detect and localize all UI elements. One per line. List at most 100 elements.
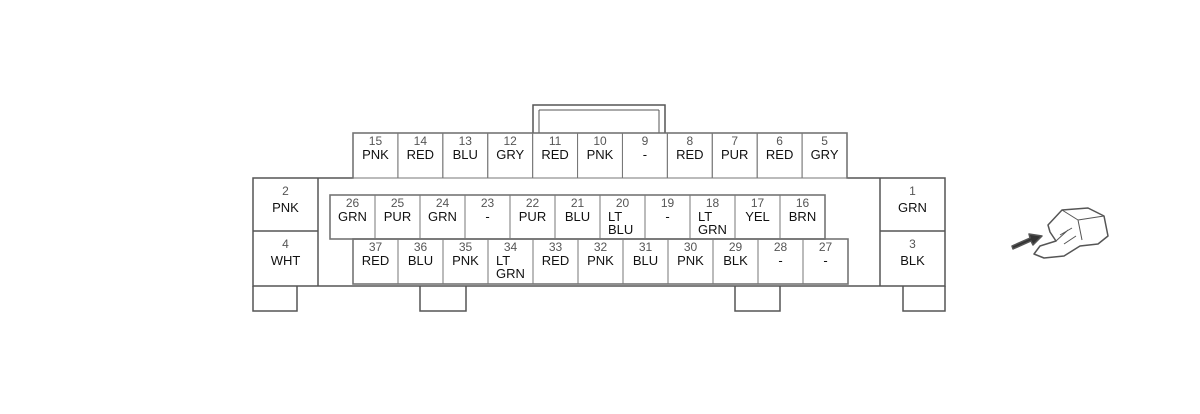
- pin-number: 4: [282, 237, 289, 251]
- pin-wire-color: -: [643, 147, 647, 162]
- housing-foot: [734, 286, 781, 312]
- pin-number: 37: [369, 240, 383, 254]
- pin-number: 9: [642, 134, 649, 148]
- pin-cavity: 19-: [644, 194, 691, 240]
- pin-wire-color: -: [665, 209, 669, 224]
- housing-foot: [419, 286, 467, 312]
- pin-number: 3: [909, 237, 916, 251]
- pin-wire-color: BLK: [900, 253, 925, 268]
- pin-number: 32: [594, 240, 608, 254]
- pin-number: 13: [459, 134, 473, 148]
- pin-wire-color: PNK: [587, 147, 614, 162]
- pin-wire-color: PUR: [384, 209, 411, 224]
- pin-number: 11: [549, 134, 562, 148]
- pin-wire-color: RED: [542, 253, 569, 268]
- hand-icon-detail: [1055, 209, 1105, 245]
- pin-cavity: 27-: [802, 238, 849, 285]
- pin-wire-color: PNK: [452, 253, 479, 268]
- pin-number: 30: [684, 240, 698, 254]
- pin-wire-color: BRN: [789, 209, 816, 224]
- arrow-icon: [1011, 233, 1043, 250]
- pin-number: 19: [661, 196, 675, 210]
- pin-number: 26: [346, 196, 360, 210]
- pin-wire-color: BLU: [453, 147, 478, 162]
- pin-cell-border: [802, 238, 849, 285]
- pin-wire-color: PNK: [362, 147, 389, 162]
- pin-wire-color: BLU: [408, 253, 433, 268]
- pin-number: 5: [821, 134, 828, 148]
- pin-cell-border: [801, 132, 848, 179]
- pin-wire-color: GRN: [428, 209, 457, 224]
- pin-cavity: 23-: [464, 194, 511, 240]
- pin-number: 18: [706, 196, 720, 210]
- pin-number: 10: [593, 134, 607, 148]
- pin-number: 17: [751, 196, 765, 210]
- pin-wire-color: YEL: [745, 209, 770, 224]
- pin-cavity: 28-: [757, 238, 804, 285]
- pin-number: 27: [819, 240, 833, 254]
- pin-number: 31: [639, 240, 653, 254]
- pin-wire-color: GRN: [898, 200, 927, 215]
- pin-wire-color: -: [778, 253, 782, 268]
- pin-wire-color: GRY: [811, 147, 839, 162]
- pin-wire-color: PUR: [519, 209, 546, 224]
- pin-number: 33: [549, 240, 563, 254]
- pin-wire-color: BLU: [565, 209, 590, 224]
- pin-wire-color: RED: [541, 147, 568, 162]
- pin-wire-color: RED: [407, 147, 434, 162]
- pin-number: 28: [774, 240, 788, 254]
- pin-cavity: 9-: [621, 132, 668, 179]
- pin-wire-color: PNK: [272, 200, 299, 215]
- pin-number: 1: [909, 184, 916, 198]
- pin-wire-color: WHT: [271, 253, 301, 268]
- pin-wire-color: PNK: [587, 253, 614, 268]
- pin-number: 36: [414, 240, 428, 254]
- pin-number: 16: [796, 196, 810, 210]
- hand-icon: [1033, 207, 1109, 259]
- housing-foot: [902, 286, 946, 312]
- pin-wire-color: BLK: [723, 253, 748, 268]
- pin-wire-color: PNK: [677, 253, 704, 268]
- pin-wire-color: RED: [362, 253, 389, 268]
- pin-number: 34: [504, 240, 518, 254]
- pin-number: 25: [391, 196, 405, 210]
- hand-pointing-arrow-icon: [1011, 207, 1109, 259]
- pin-wire-color: PUR: [721, 147, 748, 162]
- pin-number: 23: [481, 196, 495, 210]
- pin-number: 8: [686, 134, 693, 148]
- lock-tab: [532, 104, 666, 133]
- pin-number: 20: [616, 196, 630, 210]
